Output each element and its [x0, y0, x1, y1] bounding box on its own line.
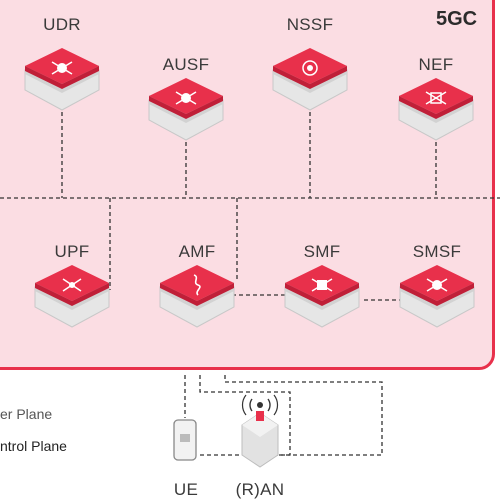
smf-node[interactable] [277, 255, 367, 345]
legend-user-plane: er Plane [0, 406, 53, 422]
smsf-node[interactable] [392, 255, 482, 345]
smsf-icon [426, 278, 448, 292]
smsf-label: SMSF [412, 242, 462, 261]
ran-tower-icon[interactable] [230, 394, 290, 475]
region-title: 5GC [436, 8, 478, 30]
udr-node[interactable] [17, 38, 107, 128]
ran-label: (R)AN [235, 480, 285, 499]
upf-icon [62, 278, 82, 292]
nef-icon [425, 91, 447, 105]
ausf-node[interactable] [141, 68, 231, 158]
upf-label: UPF [54, 242, 90, 261]
nssf-icon [302, 60, 318, 76]
ran-link [199, 375, 291, 456]
nssf-node[interactable] [265, 38, 355, 128]
ausf-label: AUSF [162, 55, 210, 74]
ue-device-icon[interactable] [172, 418, 200, 464]
udr-label: UDR [43, 15, 81, 34]
legend-control-plane: ntrol Plane [0, 438, 67, 454]
upf-node[interactable] [27, 255, 117, 345]
nssf-label: NSSF [286, 15, 334, 34]
ran-amf-link [224, 375, 383, 456]
udr-icon [51, 61, 73, 75]
smf-icon [311, 278, 333, 292]
ausf-icon [175, 91, 197, 105]
nef-label: NEF [418, 55, 454, 74]
smf-label: SMF [303, 242, 341, 261]
amf-label: AMF [178, 242, 216, 261]
amf-icon [193, 274, 201, 296]
ue-label: UE [173, 480, 199, 499]
nef-node[interactable] [391, 68, 481, 158]
amf-node[interactable] [152, 255, 242, 345]
